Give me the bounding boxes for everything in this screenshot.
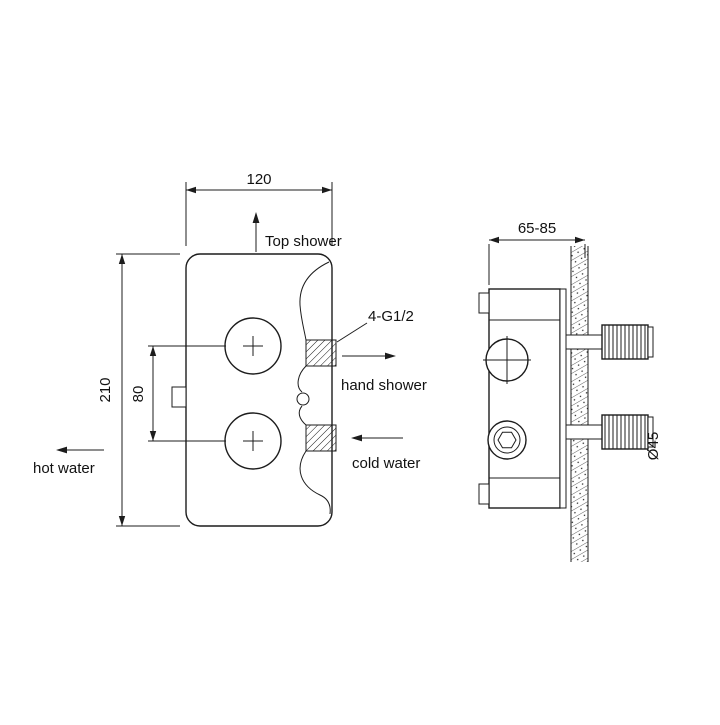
inlet-boss-top (478, 292, 490, 314)
profile-detail-circle (296, 392, 310, 406)
mounting-plate (185, 253, 333, 527)
hand-shower-arrowhead (385, 352, 396, 360)
wall-section (571, 246, 588, 562)
cartridge-center-cross (483, 336, 531, 384)
top-shower-label: Top shower (265, 233, 342, 250)
dim-plate-height-text: 210 (97, 377, 114, 402)
trim-profile-curve (298, 405, 307, 426)
inlet-boss-bottom (478, 483, 490, 505)
cold-water-arrowhead (351, 434, 362, 442)
hot-water-callout: hot water (33, 446, 104, 477)
dim-plate-width-text: 120 (246, 171, 271, 188)
dimension-plate-width: 120 (185, 171, 333, 246)
bottom-knob-center-cross (243, 431, 263, 451)
cold-water-port (305, 424, 337, 452)
hot-water-label: hot water (33, 460, 95, 477)
top-knob-center-cross (243, 336, 263, 356)
side-view: 65-85 Ø45 (478, 220, 662, 562)
dimension-depth: 65-85 (488, 220, 586, 285)
handle-stem-top (565, 334, 603, 350)
mounting-bracket (559, 288, 567, 509)
hot-water-arrowhead (56, 446, 67, 454)
trim-profile-curve (297, 365, 307, 393)
cold-water-callout: cold water (351, 434, 420, 472)
thread-leader-line (336, 322, 368, 343)
top-shower-callout: Top shower (252, 212, 342, 252)
dimension-knob-spacing: 80 (130, 345, 226, 442)
volume-control-inner-circle (493, 426, 521, 454)
hand-shower-callout: hand shower (341, 352, 427, 394)
hand-shower-label: hand shower (341, 377, 427, 394)
handle-top (601, 324, 649, 360)
trim-profile-curve (299, 450, 331, 515)
valve-body (488, 288, 561, 509)
dim-knob-spacing-text: 80 (130, 386, 147, 403)
top-shower-arrowhead (252, 212, 260, 223)
hand-shower-port (305, 339, 337, 367)
plate-left-detail (171, 386, 187, 408)
thread-label: 4-G1/2 (368, 308, 414, 325)
cold-water-label: cold water (352, 455, 420, 472)
handle-bottom (601, 414, 649, 450)
trim-profile-curve (299, 261, 330, 341)
thread-callout: 4-G1/2 (336, 308, 414, 343)
hex-socket (497, 431, 517, 449)
handle-diameter-label: Ø45 (645, 432, 662, 460)
dimension-plate-height: 210 (97, 253, 180, 527)
front-view: 120 210 80 Top shower (33, 171, 427, 527)
handle-bottom-cap (647, 416, 654, 448)
dim-depth-text: 65-85 (518, 220, 556, 237)
handle-stem-bottom (565, 424, 603, 440)
handle-top-cap (647, 326, 654, 358)
